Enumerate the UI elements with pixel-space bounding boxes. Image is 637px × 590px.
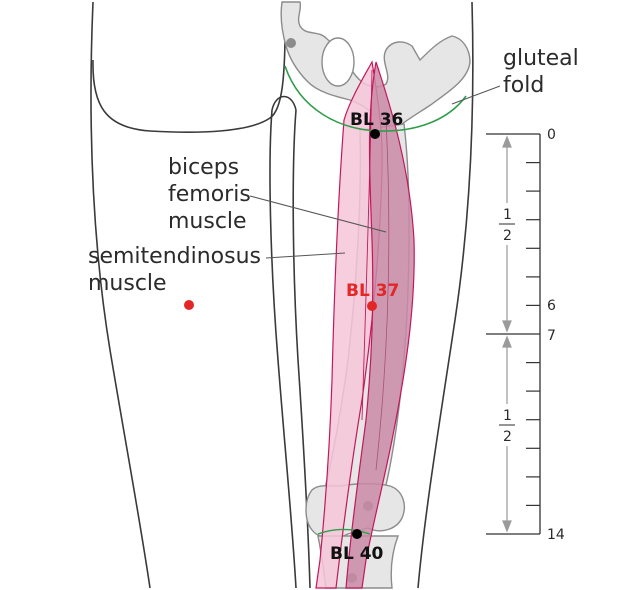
upper-fraction-denominator: 2 [503, 228, 512, 244]
right-thigh-outer-edge [417, 1, 474, 589]
reference-red-dot [184, 300, 194, 310]
left-inner-leg-left [269, 109, 297, 589]
obturator-foramen [321, 37, 355, 87]
gluteal-fold-leader [451, 85, 501, 105]
popliteal-crease [317, 528, 371, 535]
biceps-label-line1: biceps [168, 155, 239, 180]
left-buttock-curve [92, 1, 286, 134]
gluteal-fold-line [284, 65, 467, 132]
biceps-label-line3: muscle [168, 209, 247, 234]
bl40-point [352, 529, 362, 539]
hamstring-muscles [315, 60, 415, 589]
lower-half-arrow-head-bottom [502, 520, 512, 533]
acupoints [184, 129, 380, 539]
gluteal-fold-label-line1: gluteal [503, 46, 579, 71]
scale-label-14: 14 [547, 527, 565, 543]
upper-half-arrow-head-bottom [502, 320, 512, 333]
upper-half-arrow-head-top [502, 135, 512, 148]
scale-label-7: 7 [547, 328, 556, 344]
lower-fraction-numerator: 1 [503, 408, 512, 424]
biceps-leader [249, 195, 387, 233]
lower-half-arrow-head-top [502, 335, 512, 348]
scale-label-0: 0 [547, 127, 556, 143]
pelvis-landmark-dot [286, 38, 296, 48]
left-thigh-outer-edge [90, 1, 151, 589]
leader-lines [249, 85, 501, 259]
bl37-point [367, 301, 377, 311]
semitendinosus-label-line2: muscle [88, 271, 167, 296]
gluteal-fold-label-line2: fold [503, 73, 544, 98]
bl37-label: BL 37 [346, 281, 399, 301]
biceps-femoris-muscle [345, 61, 415, 589]
bl36-point [370, 129, 380, 139]
semitendinosus-leader [265, 252, 346, 259]
bl36-label: BL 36 [350, 110, 403, 130]
scale-ticks [486, 133, 540, 535]
measurement-scale: 1 2 1 2 0 6 7 14 [486, 127, 565, 543]
inner-leg-top-cap [271, 95, 297, 111]
scale-label-6: 6 [547, 298, 556, 314]
muscle-tendon-line-2 [375, 119, 390, 471]
bl40-label: BL 40 [330, 544, 384, 564]
lower-fraction-denominator: 2 [503, 429, 512, 445]
semitendinosus-label-line1: semitendinosus [88, 244, 261, 269]
upper-fraction-numerator: 1 [503, 207, 512, 223]
muscle-tendon-line-1 [361, 69, 373, 421]
biceps-label-line2: femoris [168, 182, 251, 207]
